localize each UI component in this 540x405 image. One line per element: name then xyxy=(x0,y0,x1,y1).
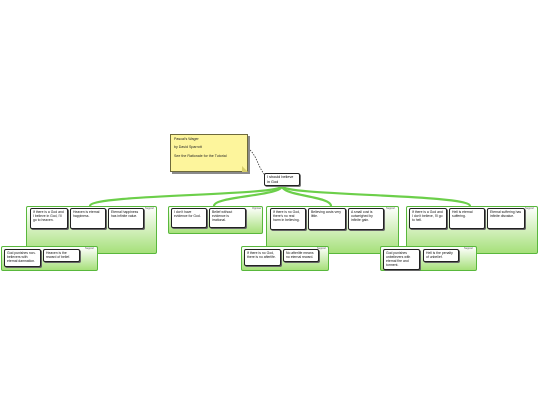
page-fold-icon xyxy=(242,166,248,172)
sub-tag-1: Support xyxy=(85,247,95,250)
premise-card-2b[interactable]: Belief without evidence is irrational. xyxy=(209,208,246,228)
premise-card-1a[interactable]: If there is a God and I believe in God, … xyxy=(30,208,68,229)
premise-card-3c[interactable]: A small cost is outweighed by infinite g… xyxy=(348,208,384,230)
sub-card-2a[interactable]: If there is no God, there is no afterlif… xyxy=(244,249,281,266)
reason-tag-4: Support xyxy=(525,207,535,210)
premise-card-1b[interactable]: Heaven is eternal happiness. xyxy=(70,208,106,229)
premise-card-2a[interactable]: I don't have evidence for God. xyxy=(171,208,207,228)
main-claim-box[interactable]: I should believe in God xyxy=(264,173,300,186)
sub-card-1b[interactable]: Heaven is the reward of belief. xyxy=(43,249,80,262)
reason-tag-3: Support xyxy=(386,207,396,210)
sub-card-2b[interactable]: No afterlife means no eternal reward. xyxy=(283,249,319,262)
title-note[interactable]: Pascal's Wager by David Sparrott See the… xyxy=(170,134,248,172)
reason-tag-1: Support xyxy=(145,207,155,210)
premise-card-4b[interactable]: Hell is eternal suffering. xyxy=(449,208,485,229)
premise-card-4c[interactable]: Eternal suffering has infinite disvalue. xyxy=(487,208,525,229)
sub-card-3a[interactable]: God punishes unbelievers with eternal fi… xyxy=(383,249,420,270)
premise-card-3b[interactable]: Believing costs very little. xyxy=(308,208,346,230)
connector-line-4 xyxy=(280,184,472,208)
reason-tag-2: Oppose xyxy=(252,207,262,210)
premise-card-3a[interactable]: If there is no God, there's no real harm… xyxy=(270,208,306,230)
sub-tag-2: Support xyxy=(317,247,327,250)
connector-line-3 xyxy=(280,184,333,208)
note-caption: See the Rationale for the Tutorial xyxy=(174,153,227,158)
note-title: Pascal's Wager xyxy=(174,137,199,141)
premise-card-1c[interactable]: Eternal happiness has infinite value. xyxy=(108,208,144,229)
premise-card-4a[interactable]: If there is a God and I don't believe, I… xyxy=(409,208,447,229)
note-link xyxy=(249,149,267,177)
note-author: by David Sparrott xyxy=(174,145,202,150)
sub-card-1a[interactable]: God punishes non-believers with eternal … xyxy=(4,249,41,267)
connector-line-2 xyxy=(212,184,284,208)
connector-line-1 xyxy=(88,184,284,208)
sub-tag-3: Support xyxy=(464,247,474,250)
sub-card-3b[interactable]: Hell is the penalty of unbelief. xyxy=(423,249,459,262)
